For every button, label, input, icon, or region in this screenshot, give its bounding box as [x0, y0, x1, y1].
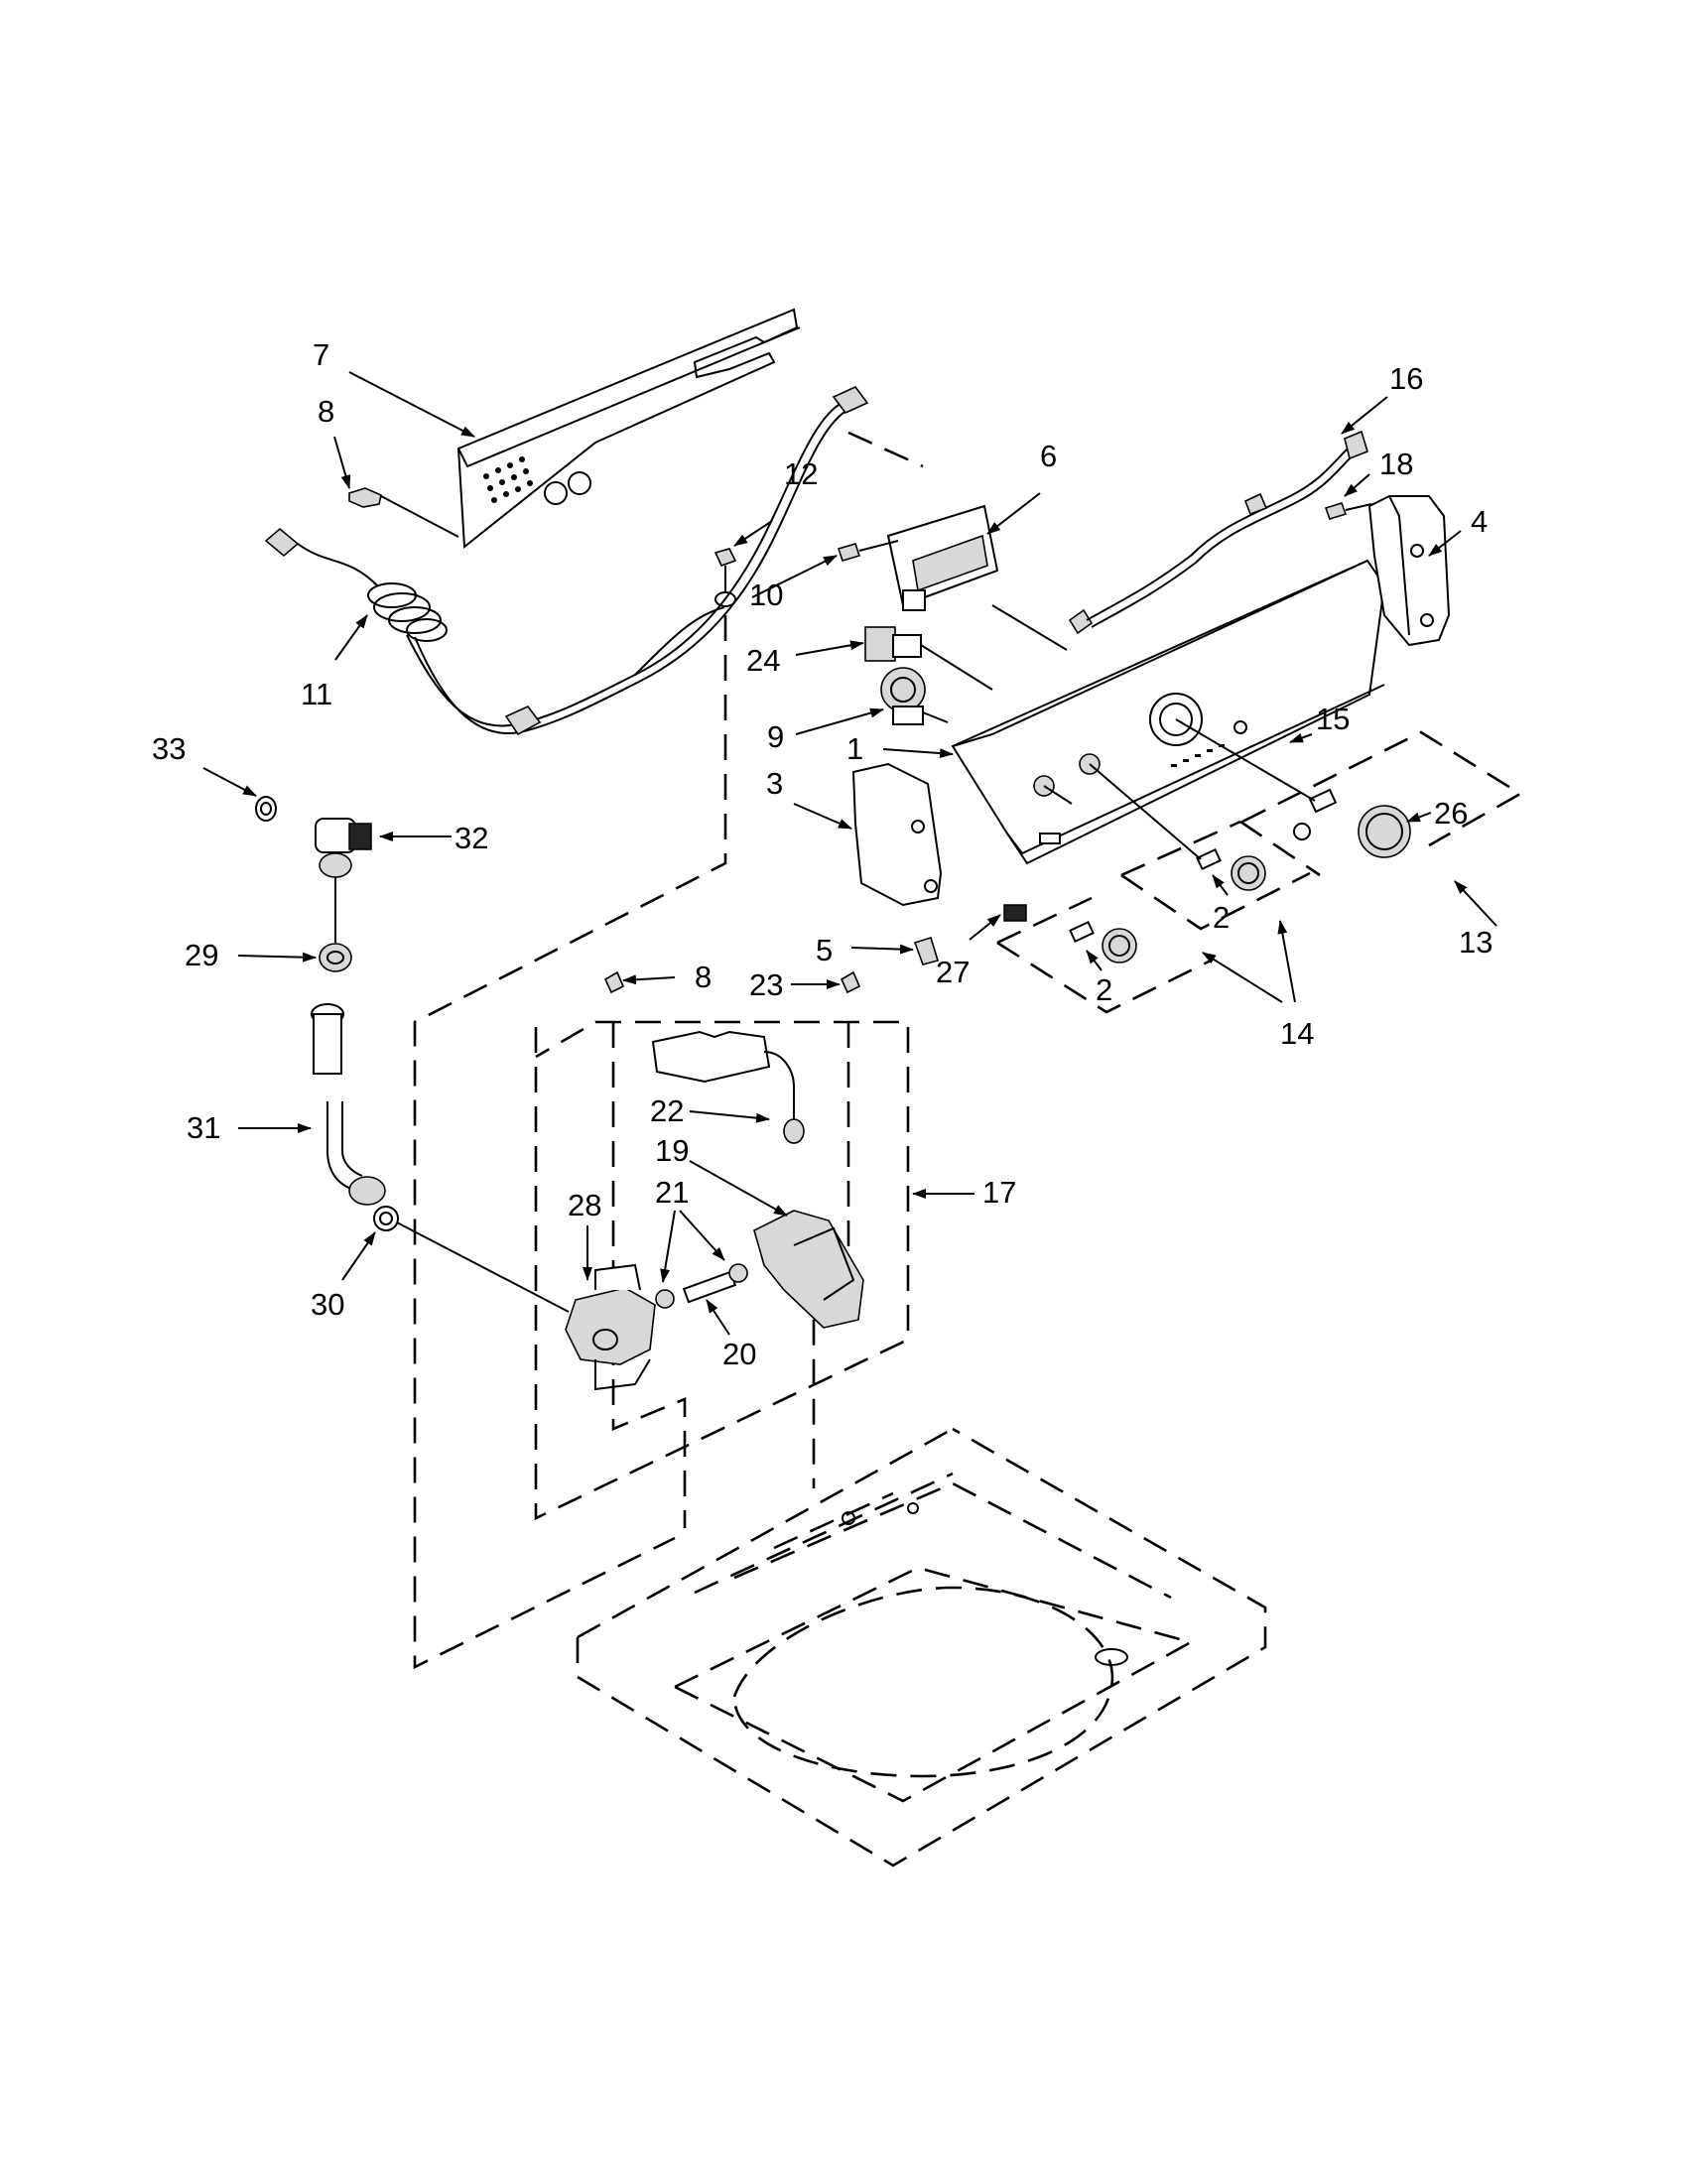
leader-20 — [706, 1299, 730, 1336]
leader-14b — [1277, 920, 1296, 1003]
callout-labels: 7 8 12 10 11 24 9 1 3 5 6 16 18 4 15 26 … — [152, 337, 1492, 1371]
wire-harness-16 — [1068, 430, 1368, 635]
callout-23: 23 — [749, 967, 783, 1002]
callout-32: 32 — [454, 821, 488, 855]
screw-8-top — [348, 487, 459, 538]
callout-18: 18 — [1379, 447, 1413, 481]
end-cap-right — [1367, 495, 1451, 647]
control-board-part — [837, 504, 1068, 651]
callout-13: 13 — [1459, 925, 1492, 960]
leader-arrows — [202, 371, 1497, 1336]
callout-2-lower: 2 — [1096, 972, 1112, 1007]
callout-22: 22 — [650, 1093, 684, 1128]
callout-31: 31 — [187, 1110, 220, 1145]
leader-26 — [1406, 812, 1432, 823]
callout-28: 28 — [568, 1188, 601, 1222]
leader-11 — [334, 614, 368, 661]
callout-9: 9 — [767, 719, 784, 754]
leader-15 — [1289, 732, 1313, 743]
callout-3: 3 — [766, 766, 783, 801]
clip-5 — [913, 936, 940, 965]
leader-30 — [341, 1231, 376, 1281]
leader-21a — [660, 1210, 676, 1283]
leader-6 — [986, 492, 1041, 535]
callout-27: 27 — [936, 955, 970, 989]
rear-panel-part — [456, 308, 801, 549]
panel-vent-holes — [483, 456, 533, 503]
water-valve-assembly — [534, 970, 910, 1528]
callout-33: 33 — [152, 731, 186, 766]
callout-20: 20 — [722, 1337, 756, 1371]
leader-8b — [622, 974, 676, 985]
leader-5 — [850, 944, 914, 955]
leader-3 — [793, 803, 852, 830]
callout-15: 15 — [1316, 702, 1350, 736]
callout-6: 6 — [1040, 439, 1057, 473]
callout-7: 7 — [313, 337, 329, 372]
leader-19 — [689, 1160, 788, 1217]
leader-22 — [689, 1110, 770, 1123]
callout-26: 26 — [1434, 796, 1468, 831]
leader-18 — [1344, 473, 1370, 497]
callout-24: 24 — [746, 643, 780, 678]
leader-24 — [795, 640, 864, 656]
callout-2-upper: 2 — [1213, 900, 1230, 935]
leader-16 — [1341, 396, 1388, 435]
callout-19: 19 — [655, 1133, 689, 1168]
leader-2a — [1212, 874, 1229, 896]
leader-9 — [795, 707, 884, 735]
callout-17: 17 — [982, 1175, 1016, 1210]
leader-8a — [333, 436, 351, 489]
leader-13 — [1454, 880, 1497, 927]
inlet-hose-parts — [255, 796, 570, 1313]
power-cord-part — [264, 386, 869, 736]
leader-29 — [237, 952, 317, 963]
end-cap-left — [851, 762, 943, 907]
leader-4 — [1428, 530, 1462, 557]
callout-14: 14 — [1280, 1016, 1314, 1051]
washer-top-base — [576, 1427, 1267, 1867]
leader-27 — [969, 914, 1001, 941]
leader-10 — [751, 555, 838, 598]
callout-5: 5 — [816, 933, 833, 967]
leader-7 — [348, 371, 475, 438]
callout-21: 21 — [655, 1175, 689, 1210]
callout-8-top: 8 — [318, 394, 334, 429]
leader-33 — [202, 767, 257, 797]
callout-10: 10 — [749, 578, 783, 612]
switch-part — [864, 626, 993, 691]
knob-assemblies — [996, 718, 1523, 1014]
callout-16: 16 — [1389, 361, 1423, 396]
callout-30: 30 — [311, 1287, 344, 1322]
leader-2b — [1086, 950, 1103, 971]
callout-11: 11 — [301, 677, 332, 711]
leader-14a — [1202, 952, 1283, 1003]
callout-4: 4 — [1471, 504, 1488, 539]
leader-21b — [679, 1210, 725, 1261]
screw-18 — [1324, 502, 1372, 520]
callout-1: 1 — [846, 731, 863, 766]
ground-screw-12 — [714, 548, 737, 607]
leader-12 — [733, 520, 773, 547]
pressure-switch-part — [880, 667, 949, 725]
dashed-connectors — [413, 431, 924, 1670]
callout-12: 12 — [784, 456, 818, 491]
callout-29: 29 — [185, 938, 218, 972]
callout-8-bottom: 8 — [695, 960, 712, 994]
leader-1 — [882, 748, 954, 759]
